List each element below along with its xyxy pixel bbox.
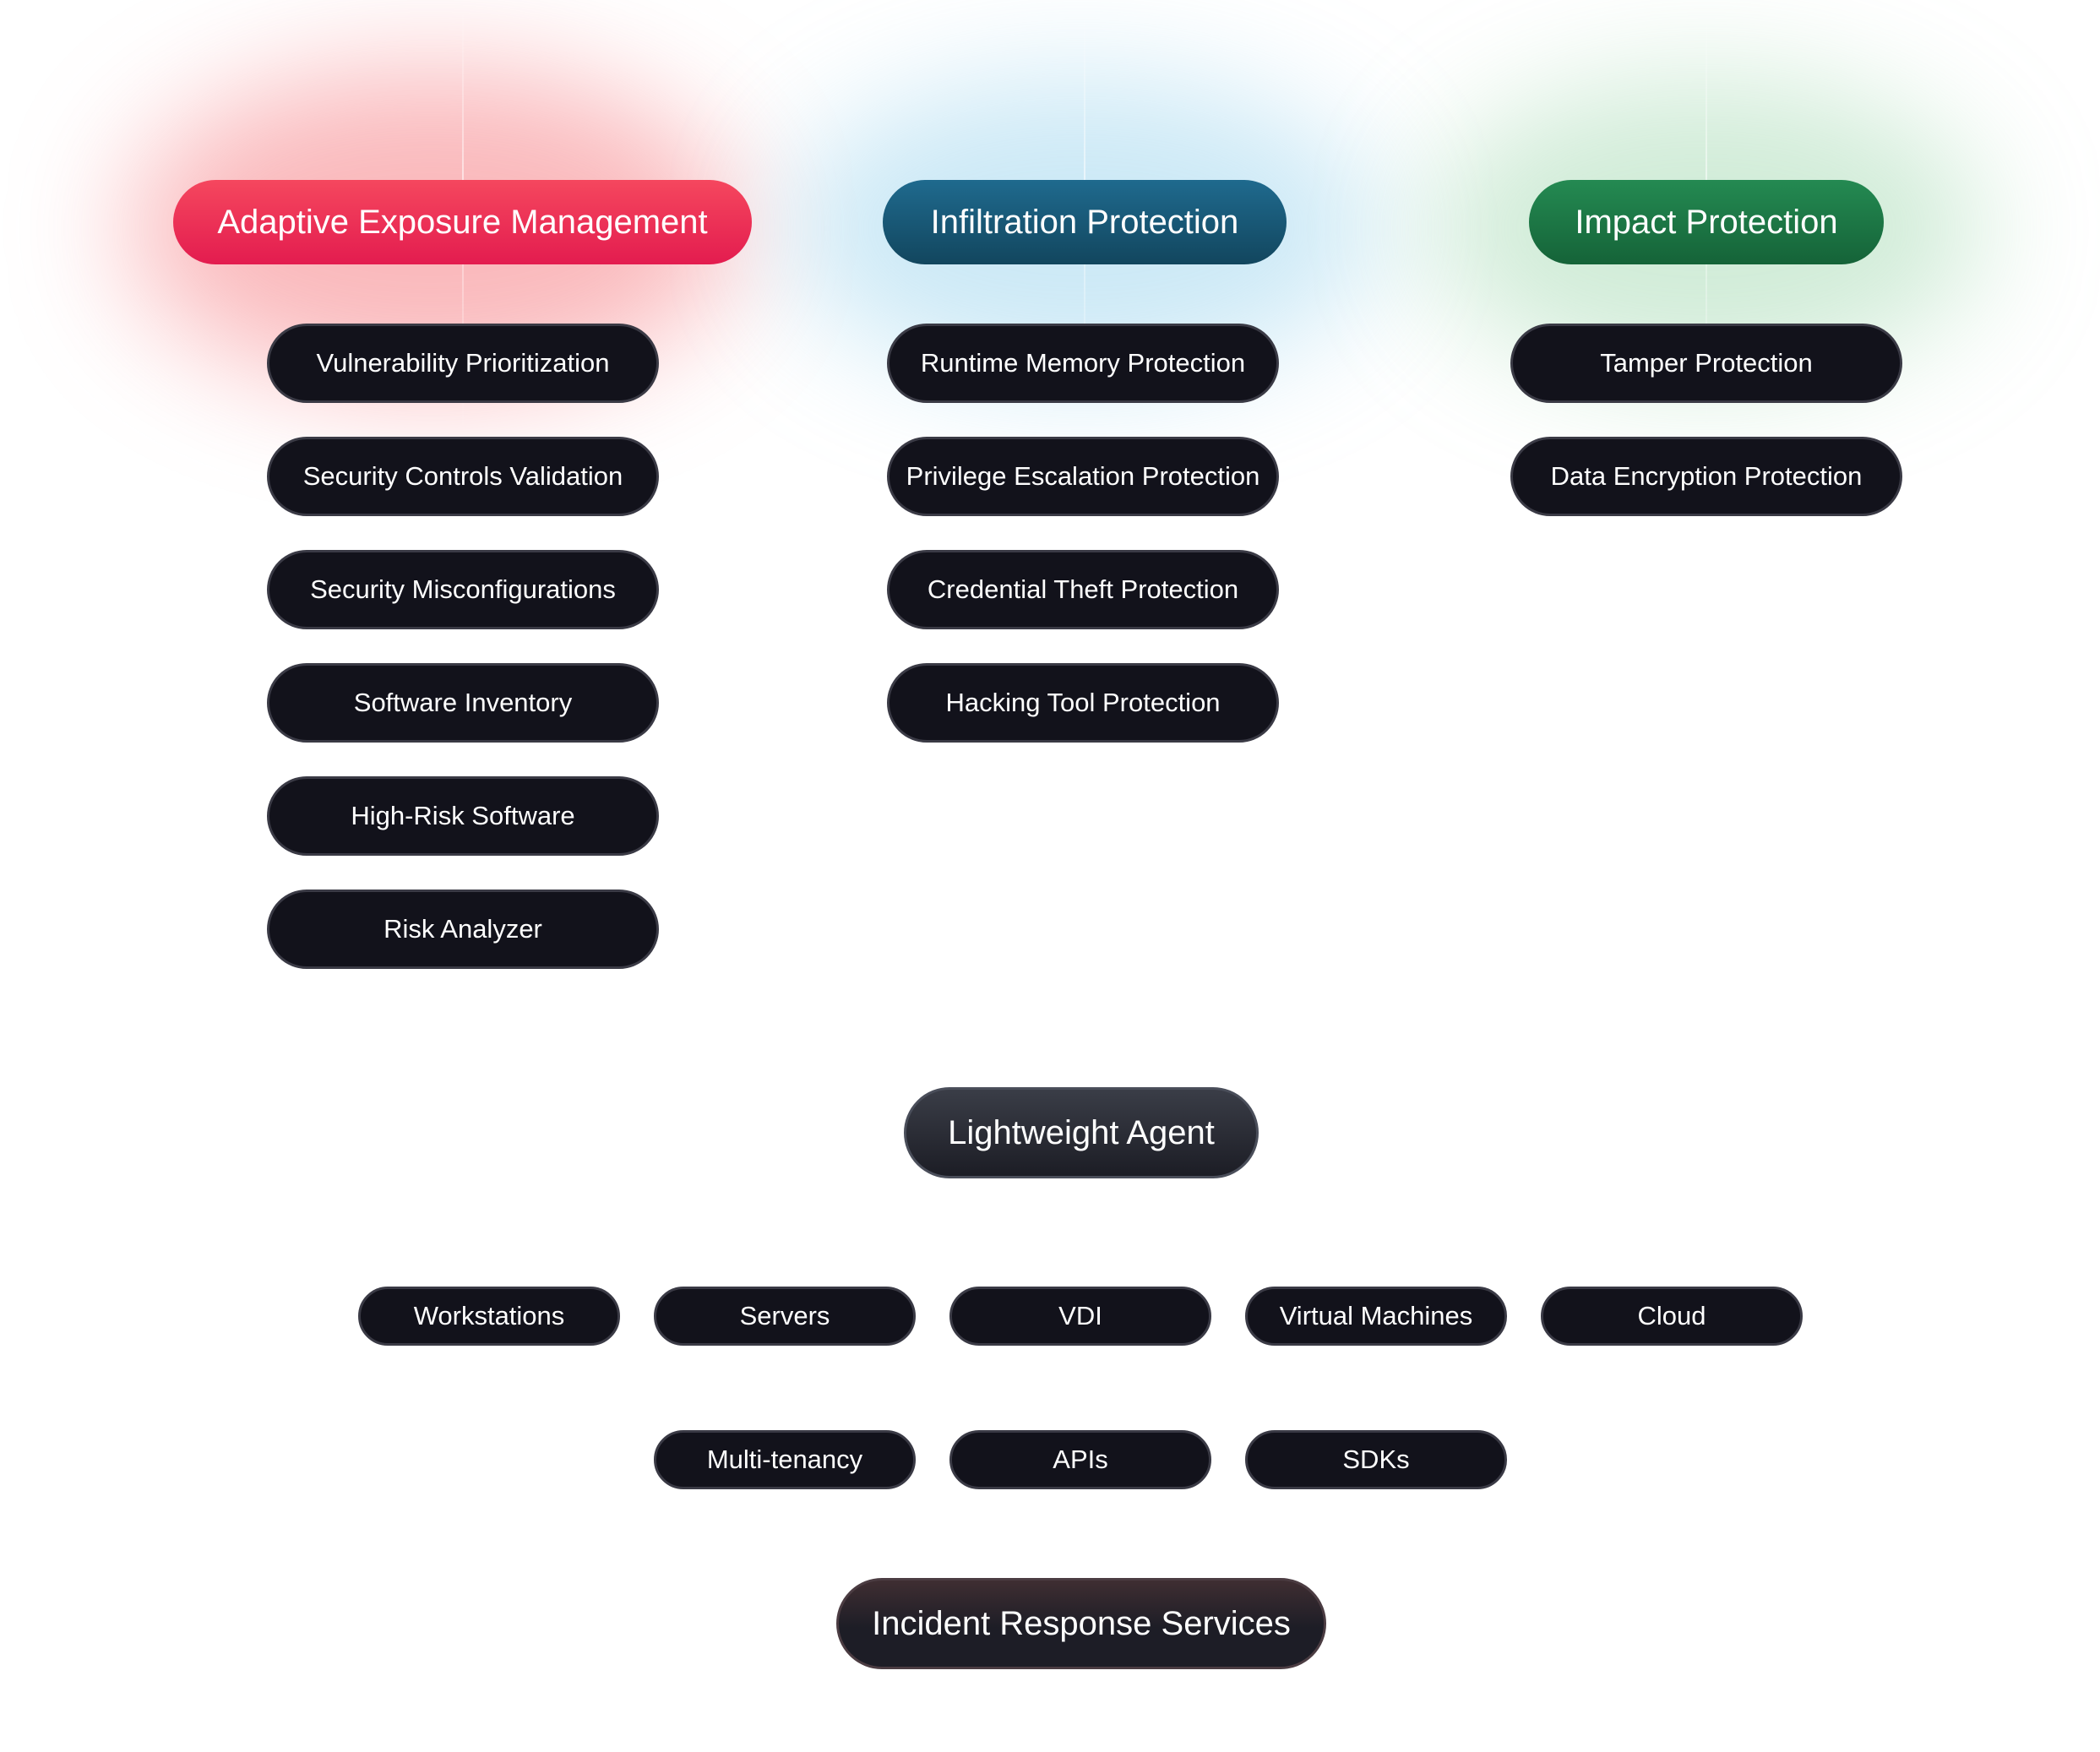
exposure-item[interactable]: Vulnerability Prioritization bbox=[267, 324, 659, 403]
platform-servers[interactable]: Servers bbox=[654, 1287, 916, 1346]
lightweight-agent-node[interactable]: Lightweight Agent bbox=[904, 1087, 1259, 1178]
platform-apis[interactable]: APIs bbox=[949, 1430, 1211, 1489]
exposure-item[interactable]: Security Controls Validation bbox=[267, 437, 659, 516]
header-impact-protection[interactable]: Impact Protection bbox=[1529, 180, 1884, 264]
platform-multi-tenancy[interactable]: Multi-tenancy bbox=[654, 1430, 916, 1489]
platform-vdi[interactable]: VDI bbox=[949, 1287, 1211, 1346]
exposure-item[interactable]: Software Inventory bbox=[267, 663, 659, 743]
impact-item[interactable]: Tamper Protection bbox=[1510, 324, 1902, 403]
infiltration-item[interactable]: Hacking Tool Protection bbox=[887, 663, 1279, 743]
header-adaptive-exposure-management[interactable]: Adaptive Exposure Management bbox=[173, 180, 752, 264]
platform-cloud[interactable]: Cloud bbox=[1541, 1287, 1803, 1346]
platform-virtual-machines[interactable]: Virtual Machines bbox=[1245, 1287, 1507, 1346]
incident-response-services-node[interactable]: Incident Response Services bbox=[836, 1578, 1326, 1669]
exposure-item[interactable]: Security Misconfigurations bbox=[267, 550, 659, 629]
platform-sdks[interactable]: SDKs bbox=[1245, 1430, 1507, 1489]
infiltration-item[interactable]: Credential Theft Protection bbox=[887, 550, 1279, 629]
header-infiltration-protection[interactable]: Infiltration Protection bbox=[883, 180, 1287, 264]
infiltration-item[interactable]: Runtime Memory Protection bbox=[887, 324, 1279, 403]
exposure-item[interactable]: High-Risk Software bbox=[267, 776, 659, 856]
exposure-item[interactable]: Risk Analyzer bbox=[267, 890, 659, 969]
infiltration-item[interactable]: Privilege Escalation Protection bbox=[887, 437, 1279, 516]
platform-workstations[interactable]: Workstations bbox=[358, 1287, 620, 1346]
impact-item[interactable]: Data Encryption Protection bbox=[1510, 437, 1902, 516]
